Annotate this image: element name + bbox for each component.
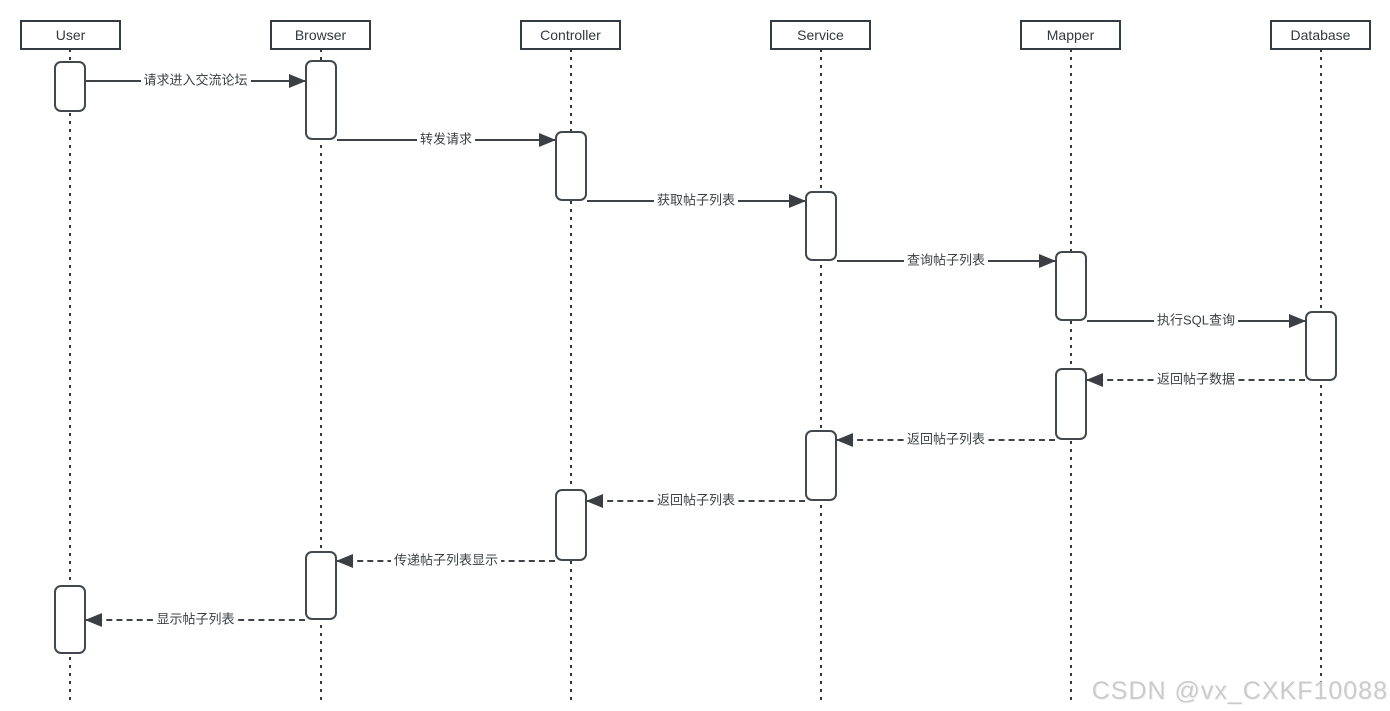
lifeline-user [69,49,71,700]
arrowhead-left-icon [586,494,603,508]
activation-database-1 [1305,311,1337,381]
message-label: 传递帖子列表显示 [390,552,502,570]
activation-mapper-1 [1055,251,1087,321]
activation-controller-1 [555,131,587,201]
lifeline-service [820,49,822,700]
lifeline-label-service: Service [797,27,844,43]
message-browser-to-controller-request: 转发请求 [337,131,556,149]
message-controller-to-browser-return: 传递帖子列表显示 [336,552,555,570]
activation-user-2 [54,585,86,654]
message-label: 返回帖子列表 [653,492,739,510]
lifeline-label-database: Database [1290,27,1351,43]
lifeline-header-mapper: Mapper [1020,20,1121,50]
message-service-to-controller-return: 返回帖子列表 [586,492,805,510]
message-mapper-to-service-return: 返回帖子列表 [836,431,1055,449]
lifeline-label-browser: Browser [294,27,347,43]
lifeline-label-mapper: Mapper [1046,27,1095,43]
activation-mapper-2 [1055,368,1087,440]
arrowhead-left-icon [836,433,853,447]
arrowhead-left-icon [85,613,102,627]
arrowhead-left-icon [1086,373,1103,387]
message-browser-to-user-return: 显示帖子列表 [85,611,305,629]
lifeline-header-service: Service [770,20,871,50]
arrowhead-left-icon [336,554,353,568]
message-label: 转发请求 [416,131,476,149]
lifeline-header-browser: Browser [270,20,371,50]
lifeline-controller [570,49,572,700]
activation-browser-1 [305,60,337,140]
lifeline-browser [320,49,322,700]
message-label: 显示帖子列表 [153,611,238,629]
message-label: 返回帖子数据 [1153,371,1239,389]
message-mapper-to-database-request: 执行SQL查询 [1087,312,1306,330]
arrowhead-right-icon [289,74,306,88]
activation-service-1 [805,191,837,261]
activation-user-1 [54,61,86,112]
message-label: 返回帖子列表 [903,431,989,449]
activation-service-2 [805,430,837,501]
lifeline-header-controller: Controller [520,20,621,50]
message-label: 请求进入交流论坛 [140,72,251,90]
message-label: 获取帖子列表 [653,192,739,210]
arrowhead-right-icon [539,133,556,147]
arrowhead-right-icon [789,194,806,208]
lifeline-header-user: User [20,20,121,50]
message-user-to-browser-request: 请求进入交流论坛 [86,72,306,90]
lifeline-label-user: User [55,27,86,43]
arrowhead-right-icon [1039,254,1056,268]
message-label: 执行SQL查询 [1153,312,1239,330]
message-database-to-mapper-return: 返回帖子数据 [1086,371,1305,389]
activation-browser-2 [305,551,337,620]
activation-controller-2 [555,489,587,561]
message-controller-to-service-request: 获取帖子列表 [587,192,806,210]
message-label: 查询帖子列表 [903,252,989,270]
message-service-to-mapper-request: 查询帖子列表 [837,252,1056,270]
arrowhead-right-icon [1289,314,1306,328]
csdn-watermark: CSDN @vx_CXKF10088 [1091,677,1388,705]
lifeline-header-database: Database [1270,20,1371,50]
lifeline-label-controller: Controller [540,27,601,43]
